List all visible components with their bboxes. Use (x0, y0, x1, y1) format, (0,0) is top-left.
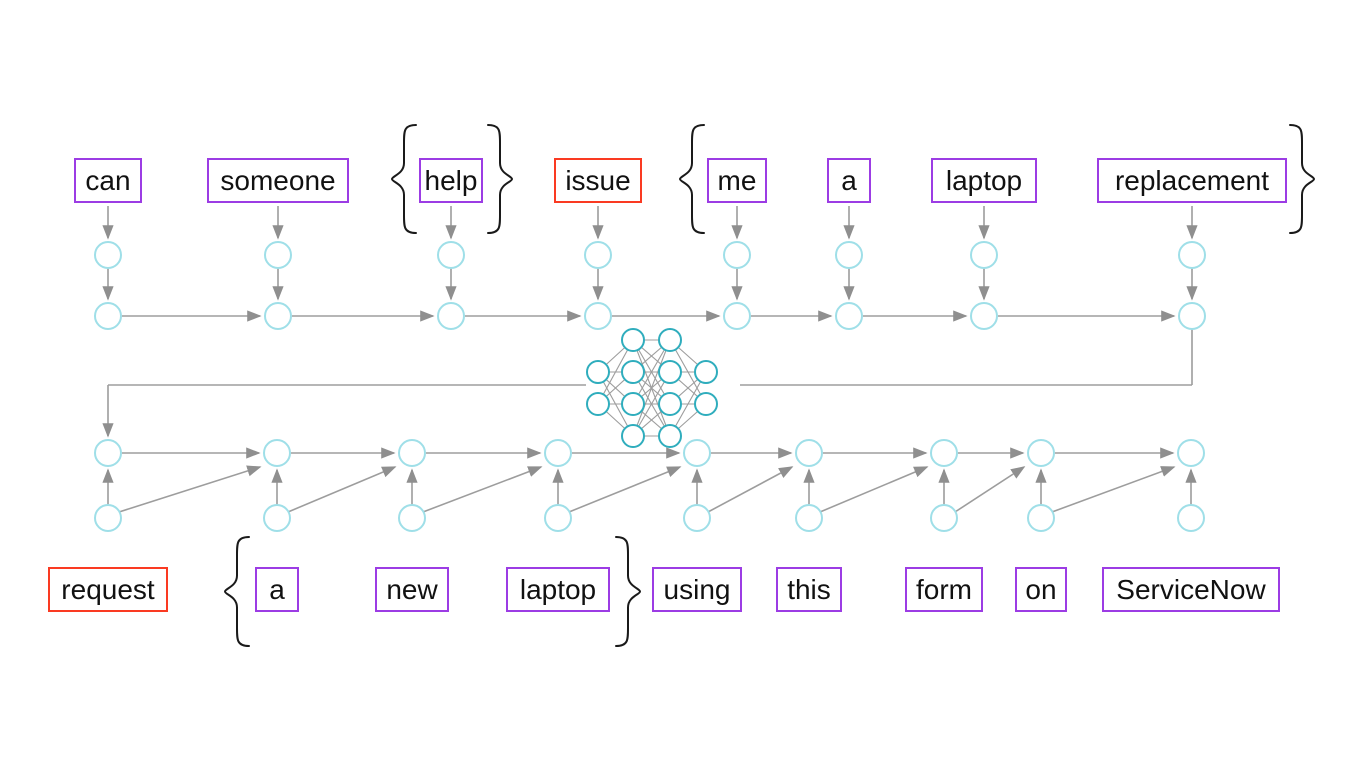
flow-arrow (422, 466, 543, 513)
decoder-input-node (795, 504, 823, 532)
nn-node (658, 392, 682, 416)
encoder-embedding-node (835, 241, 863, 269)
encoder-hidden-node (264, 302, 292, 330)
encoder-brace-close (487, 124, 514, 234)
nn-node (621, 392, 645, 416)
neural-network-icon (586, 328, 718, 448)
flow-arrow (568, 466, 682, 513)
decoder-brace-close (615, 536, 642, 647)
encoder-embedding-node (437, 241, 465, 269)
encoder-embedding-node (723, 241, 751, 269)
encoder-hidden-node (584, 302, 612, 330)
state-nodes (94, 241, 1206, 532)
connector-arrows (102, 206, 1198, 513)
decoder-hidden-node (398, 439, 426, 467)
nn-connection (597, 339, 634, 405)
decoder-hidden-node (1027, 439, 1055, 467)
decoder-input-node (930, 504, 958, 532)
decoder-input-node (683, 504, 711, 532)
nn-node (621, 360, 645, 384)
encoder-hidden-node (1178, 302, 1206, 330)
encoder-embedding-node (94, 241, 122, 269)
decoder-hidden-node (683, 439, 711, 467)
encoder-hidden-node (437, 302, 465, 330)
decoder-input-node (1177, 504, 1205, 532)
flow-arrow (954, 466, 1026, 513)
encoder-brace-close (1289, 124, 1316, 234)
nn-node (658, 328, 682, 352)
nn-node (658, 360, 682, 384)
flow-arrow (707, 466, 794, 513)
encoder-hidden-node (94, 302, 122, 330)
decoder-hidden-node (263, 439, 291, 467)
nn-connection (632, 339, 671, 437)
nn-node (586, 360, 610, 384)
nn-node (694, 360, 718, 384)
encoder-embedding-node (1178, 241, 1206, 269)
nn-node (658, 424, 682, 448)
decoder-hidden-node (544, 439, 572, 467)
nn-connection (632, 371, 671, 437)
encoder-embedding-node (970, 241, 998, 269)
nn-connection (669, 371, 707, 437)
flow-arrow (1051, 466, 1176, 513)
nn-node (621, 328, 645, 352)
decoder-hidden-node (930, 439, 958, 467)
nn-connection (632, 339, 671, 405)
decoder-hidden-node (1177, 439, 1205, 467)
encoder-hidden-node (835, 302, 863, 330)
decoder-input-node (263, 504, 291, 532)
encoder-embedding-node (584, 241, 612, 269)
phrase-braces (223, 124, 1316, 647)
decoder-hidden-node (94, 439, 122, 467)
decoder-input-node (1027, 504, 1055, 532)
decoder-input-node (398, 504, 426, 532)
encoder-hidden-node (723, 302, 751, 330)
nn-node (621, 424, 645, 448)
decoder-hidden-node (795, 439, 823, 467)
nn-node (586, 392, 610, 416)
encoder-embedding-node (264, 241, 292, 269)
context-vector-path (102, 329, 1193, 438)
decoder-input-node (544, 504, 572, 532)
decoder-input-node (94, 504, 122, 532)
encoder-hidden-node (970, 302, 998, 330)
flow-arrow (819, 466, 929, 513)
encoder-brace-open (678, 124, 705, 234)
flow-arrow (118, 465, 262, 513)
nn-node (694, 392, 718, 416)
flow-arrow (287, 466, 397, 513)
encoder-brace-open (390, 124, 417, 234)
decoder-brace-open (223, 536, 250, 647)
